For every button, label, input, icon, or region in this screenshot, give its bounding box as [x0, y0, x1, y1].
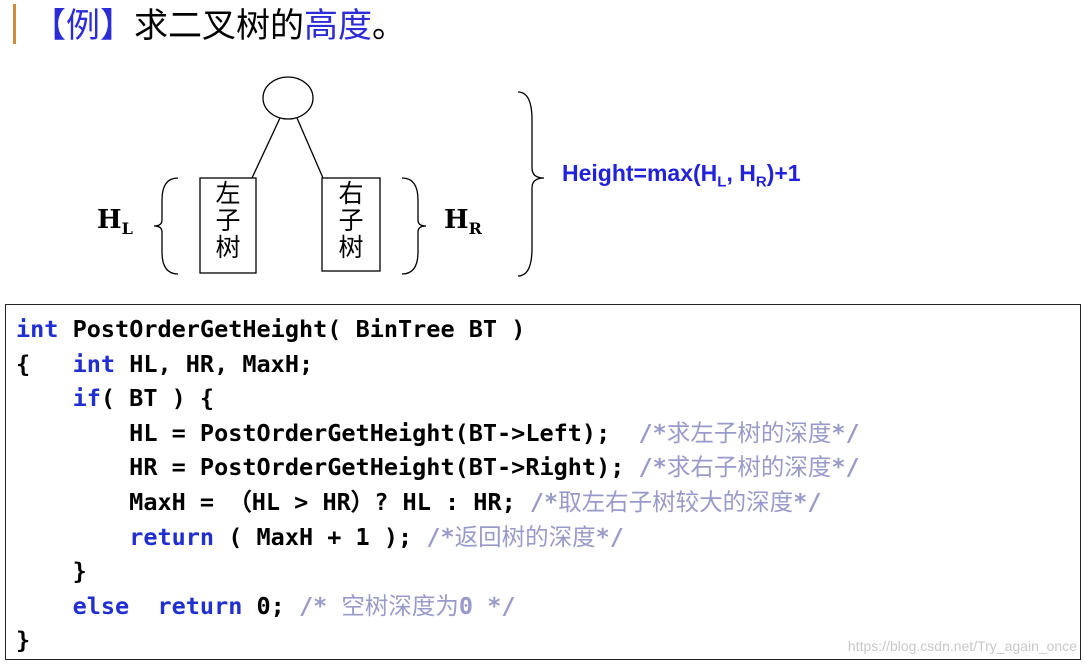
hr-subscript: R	[468, 219, 482, 239]
left-subtree-char: 子	[215, 206, 241, 235]
comment-text: 空树深度为	[341, 591, 459, 620]
code-line: int PostOrderGetHeight( BinTree BT )	[16, 312, 860, 347]
comment-open: /*	[426, 522, 455, 551]
left-edge	[251, 117, 281, 179]
formula-sub-l: L	[717, 173, 727, 191]
code-line: HR = PostOrderGetHeight(BT->Right); /*求右…	[16, 450, 860, 485]
title-example-label: 例	[66, 6, 100, 46]
comment-text: 求右子树的深度	[666, 453, 832, 482]
keyword: int	[16, 315, 59, 343]
code-text: 0;	[242, 591, 299, 620]
right-edge	[296, 117, 324, 179]
code-indent	[16, 592, 73, 620]
left-subtree-box	[199, 177, 257, 274]
code-line: if( BT ) {	[16, 381, 860, 416]
formula-suffix: )+1	[766, 160, 801, 186]
root-node	[262, 76, 314, 120]
code-comment: /*求左子树的深度*/	[639, 419, 860, 447]
right-height-label: HR	[444, 205, 482, 238]
code-text: HL, HR, MaxH;	[115, 349, 314, 378]
hl-base: H	[97, 205, 122, 235]
code-text: ( BT ) {	[100, 384, 215, 413]
code-line: MaxH = （HL > HR）? HL : HR; /*取左右子树较大的深度*…	[16, 485, 860, 520]
code-line: HL = PostOrderGetHeight(BT->Left); /*求左子…	[16, 416, 860, 451]
formula-prefix: Height=max(H	[562, 160, 718, 186]
code-text	[129, 592, 157, 620]
height-formula: Height=max(HL, HR)+1	[562, 160, 801, 191]
hl-subscript: L	[121, 219, 133, 239]
formula-mid: , H	[726, 160, 756, 186]
code-text: {	[16, 349, 73, 378]
keyword: if	[72, 384, 101, 413]
title-text: 求二叉树的	[134, 6, 304, 46]
left-brace	[153, 177, 179, 275]
comment-open: /*	[529, 487, 559, 516]
code-text: HR = PostOrderGetHeight(BT->Right);	[16, 453, 639, 482]
comment-open: /*	[638, 453, 667, 482]
comment-text: 求左子树的深度	[666, 418, 832, 447]
hr-base: H	[444, 205, 469, 235]
right-subtree-char: 子	[338, 206, 364, 235]
page-title: 【例】求二叉树的高度。	[32, 2, 406, 50]
left-subtree-char: 左	[215, 179, 241, 208]
keyword: int	[72, 349, 116, 378]
code-block: int PostOrderGetHeight( BinTree BT ){ in…	[16, 312, 860, 658]
left-height-label: HL	[97, 205, 133, 238]
comment-open: /*	[638, 418, 667, 447]
title-bracket-open: 【	[32, 6, 66, 46]
code-comment: /* 空树深度为0 */	[299, 592, 516, 620]
comment-close: */	[595, 522, 624, 551]
code-text: ( MaxH + 1 );	[214, 522, 427, 551]
code-indent	[16, 384, 73, 412]
comment-text: 取左右子树较大的深度	[558, 487, 794, 516]
title-bracket-close: 】	[100, 6, 134, 46]
code-line: }	[16, 626, 31, 655]
code-comment: /*取左右子树较大的深度*/	[530, 488, 822, 516]
keyword: return	[129, 522, 215, 551]
height-brace	[517, 91, 545, 277]
keyword: return	[157, 591, 243, 620]
comment-close: */	[831, 418, 860, 447]
code-line: else return 0; /* 空树深度为0 */	[16, 589, 860, 624]
code-comment: /*求右子树的深度*/	[639, 453, 860, 481]
code-text: PostOrderGetHeight( BinTree BT )	[58, 315, 526, 343]
comment-close: */	[793, 487, 822, 516]
right-subtree-char: 右	[338, 179, 364, 208]
right-brace	[401, 177, 427, 275]
right-subtree-label: 右 子 树	[336, 180, 366, 261]
right-subtree-char: 树	[338, 233, 364, 262]
code-text: HL = PostOrderGetHeight(BT->Left);	[16, 418, 639, 447]
code-block-frame	[5, 304, 1081, 660]
left-subtree-label: 左 子 树	[213, 180, 243, 261]
right-subtree-box	[321, 177, 381, 272]
watermark-text: https://blog.csdn.net/Try_again_once	[847, 638, 1077, 654]
code-indent	[16, 523, 129, 551]
code-comment: /*返回树的深度*/	[426, 523, 624, 551]
code-line: { int HL, HR, MaxH;	[16, 347, 860, 382]
keyword: else	[72, 591, 130, 620]
code-line: }	[16, 557, 87, 586]
formula-sub-r: R	[755, 173, 767, 191]
code-text: MaxH = （HL > HR）? HL : HR;	[16, 487, 530, 516]
comment-close: 0 */	[458, 591, 516, 620]
left-subtree-char: 树	[215, 233, 241, 262]
comment-text: 返回树的深度	[454, 522, 596, 551]
comment-open: /*	[298, 591, 342, 620]
code-line: return ( MaxH + 1 ); /*返回树的深度*/	[16, 520, 860, 555]
binary-tree-diagram	[153, 76, 545, 277]
title-highlight: 高度	[304, 6, 372, 46]
title-accent-bar	[13, 4, 16, 44]
comment-close: */	[831, 453, 860, 482]
title-period: 。	[372, 6, 406, 46]
